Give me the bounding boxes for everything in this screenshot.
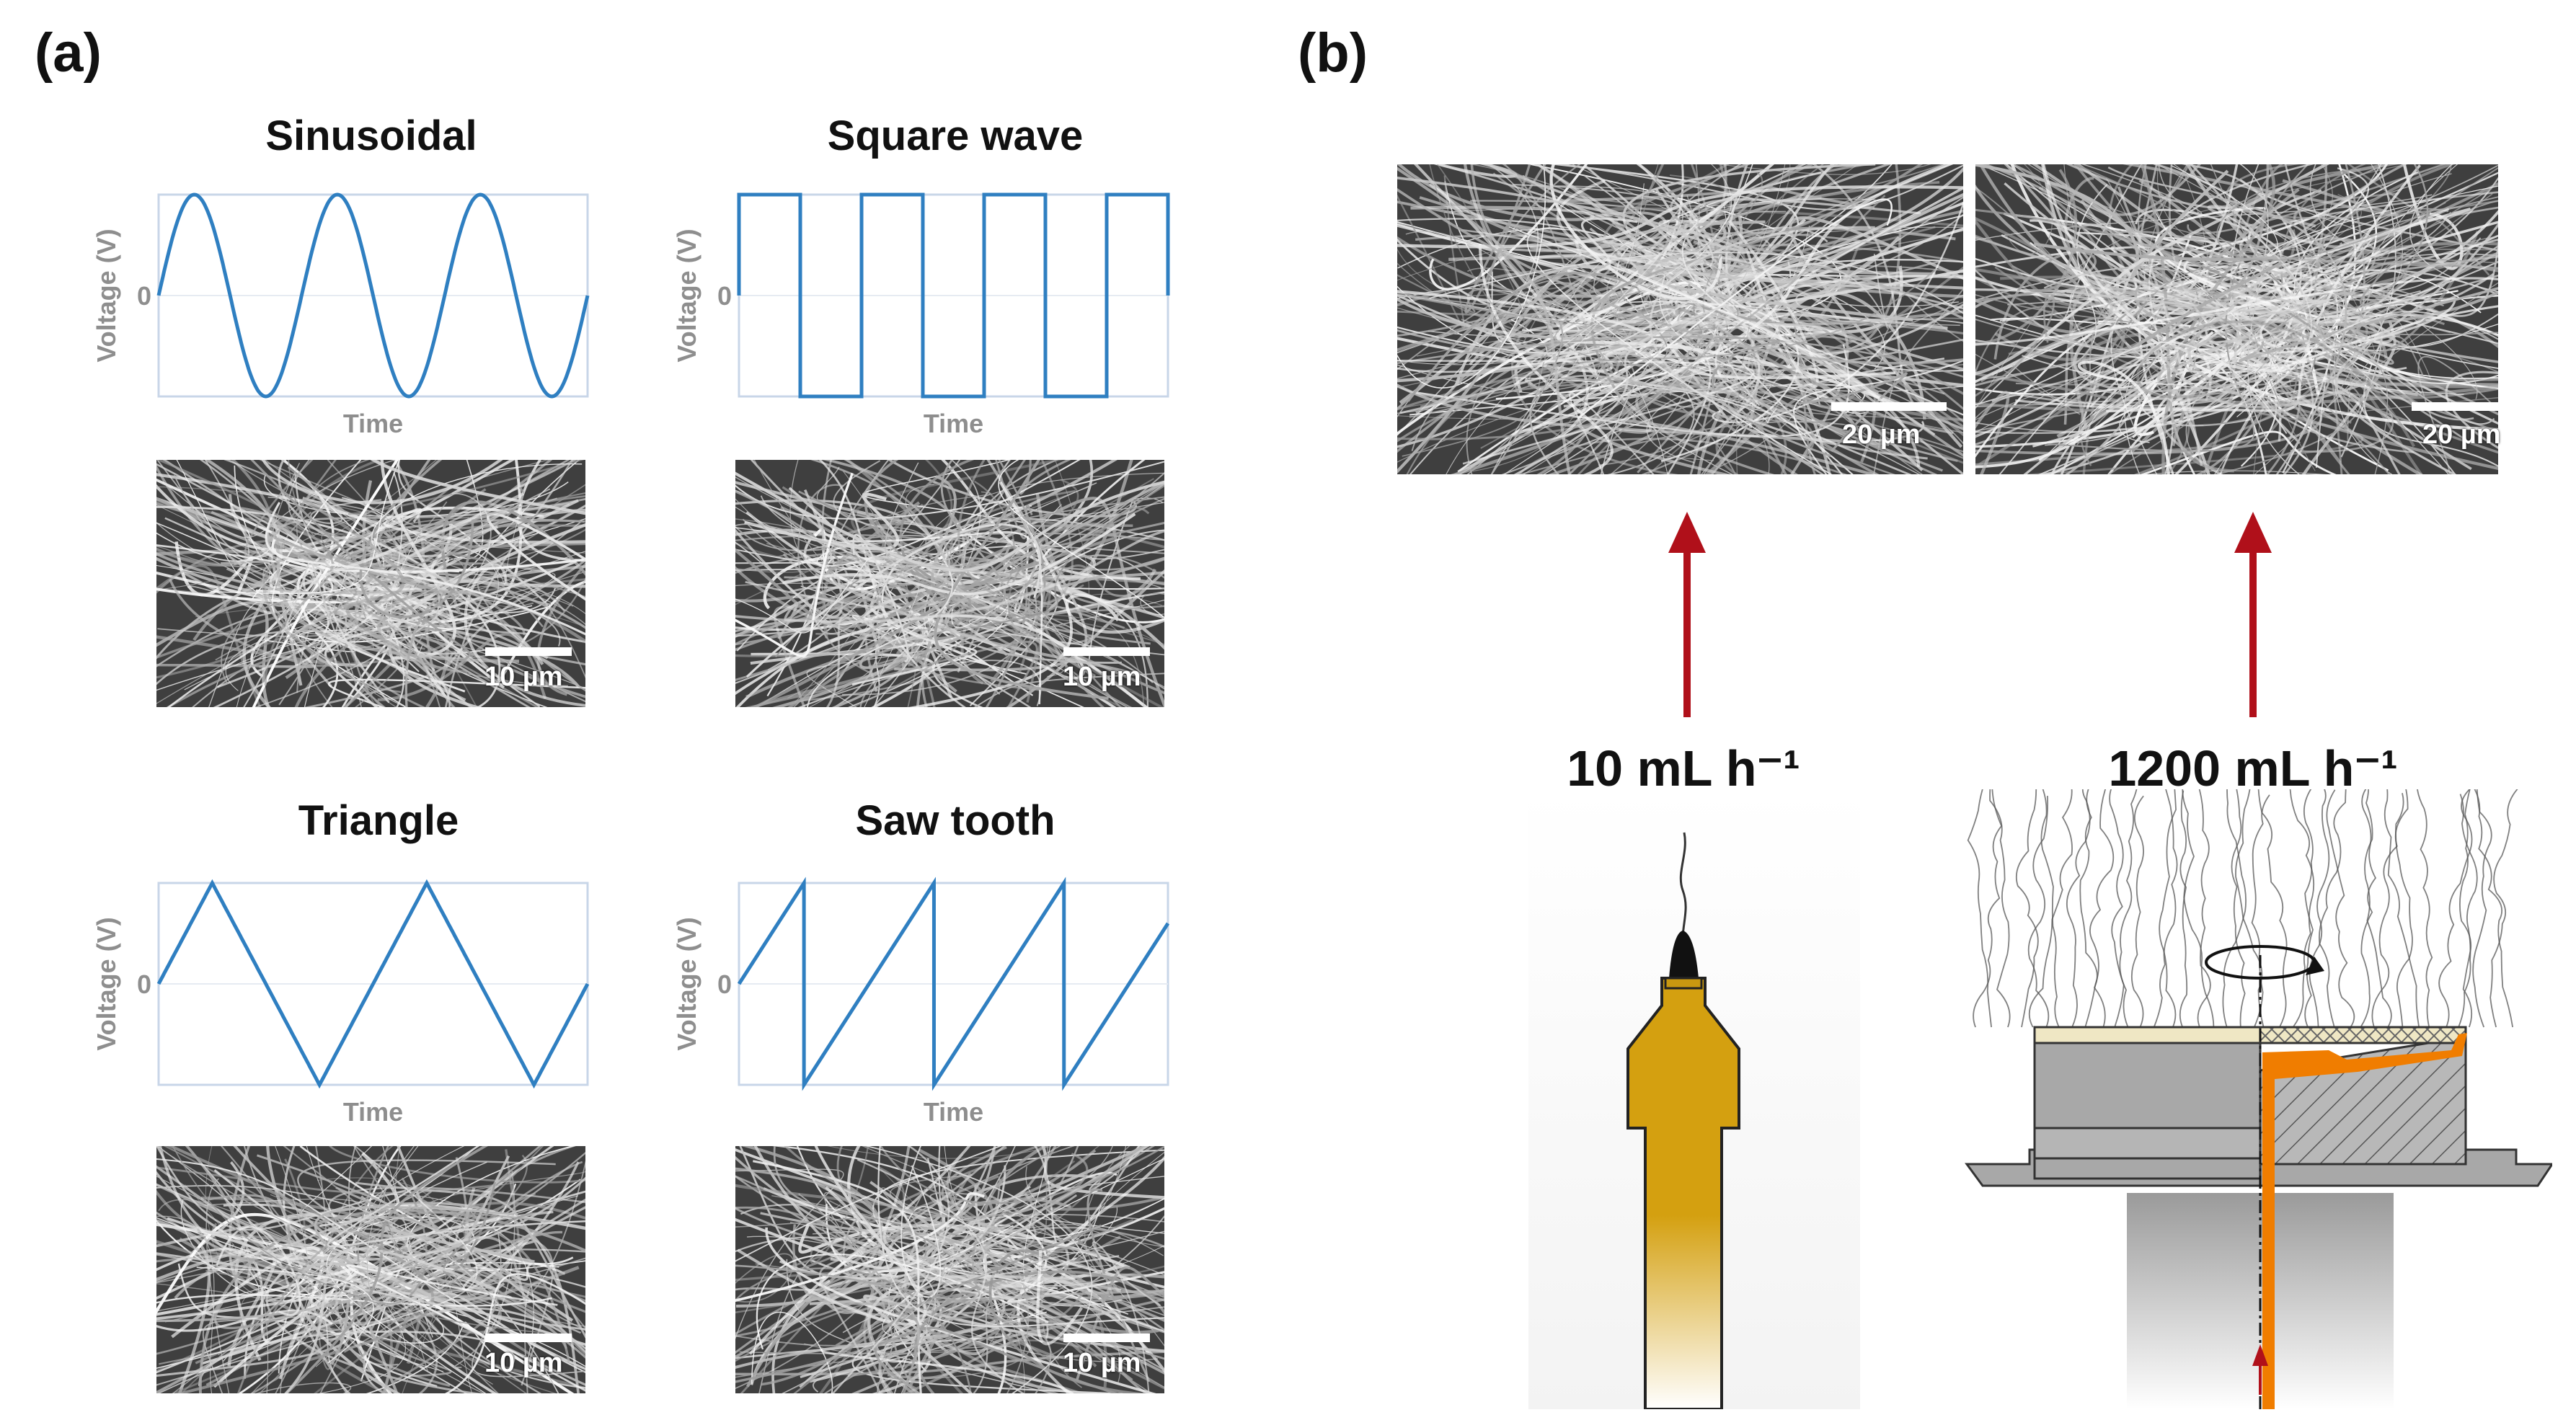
x-axis-label: Time [343, 1097, 403, 1127]
wave-title-square: Square wave [827, 112, 1084, 159]
y-zero-tick: 0 [717, 281, 732, 311]
scale-bar [485, 647, 572, 656]
sem-image-high-flow [1975, 164, 2498, 474]
scale-label: 10 µm [484, 1348, 563, 1378]
waveform-chart-sinusoidal: 0 Voltage (V) Time [92, 192, 590, 438]
x-axis-label: Time [343, 409, 403, 438]
waveform-line [737, 877, 1170, 1091]
sem-image-square [735, 460, 1164, 707]
y-axis-label: Voltage (V) [672, 228, 701, 362]
scale-bar [485, 1334, 572, 1342]
y-axis-label: Voltage (V) [92, 917, 121, 1050]
flow-rate-high: 1200 mL h⁻¹ [2108, 740, 2398, 796]
scale-label: 10 µm [1063, 1348, 1141, 1378]
flow-arrow [1668, 512, 1706, 717]
sem-image-sawtooth [735, 1146, 1164, 1393]
waveform-line [737, 192, 1170, 399]
y-zero-tick: 0 [137, 281, 151, 311]
sem-image-triangle [156, 1146, 585, 1393]
waveform-chart-triangle: 0 Voltage (V) Time [92, 879, 590, 1127]
flow-rate-low: 10 mL h⁻¹ [1567, 740, 1800, 796]
scale-bar [2412, 402, 2527, 411]
y-zero-tick: 0 [137, 969, 151, 999]
sem-image-sinusoidal [156, 460, 585, 707]
panel-a-label: (a) [35, 22, 102, 84]
sem-image-low-flow [1397, 164, 1963, 474]
scale-bar [1063, 1334, 1150, 1342]
rotating-spinneret-illustration [1965, 789, 2552, 1409]
flow-arrow [2234, 512, 2272, 717]
waveform-line [156, 192, 590, 399]
wave-title-triangle: Triangle [298, 797, 459, 844]
y-zero-tick: 0 [717, 969, 732, 999]
waveform-line [156, 879, 590, 1089]
scale-label: 20 µm [1842, 420, 1921, 450]
scale-bar [1831, 402, 1947, 411]
scale-label: 10 µm [1063, 662, 1141, 692]
scale-label: 20 µm [2422, 420, 2501, 450]
y-axis-label: Voltage (V) [672, 917, 701, 1050]
x-axis-label: Time [924, 409, 983, 438]
needle-nozzle-illustration [1528, 789, 1860, 1409]
wave-title-sinusoidal: Sinusoidal [265, 112, 477, 159]
waveform-chart-square: 0 Voltage (V) Time [672, 192, 1170, 438]
x-axis-label: Time [924, 1097, 983, 1127]
y-axis-label: Voltage (V) [92, 228, 121, 362]
wave-title-sawtooth: Saw tooth [855, 797, 1055, 844]
panel-b-label: (b) [1298, 22, 1368, 84]
scale-label: 10 µm [484, 662, 563, 692]
scale-bar [1063, 647, 1150, 656]
waveform-chart-sawtooth: 0 Voltage (V) Time [672, 877, 1170, 1127]
